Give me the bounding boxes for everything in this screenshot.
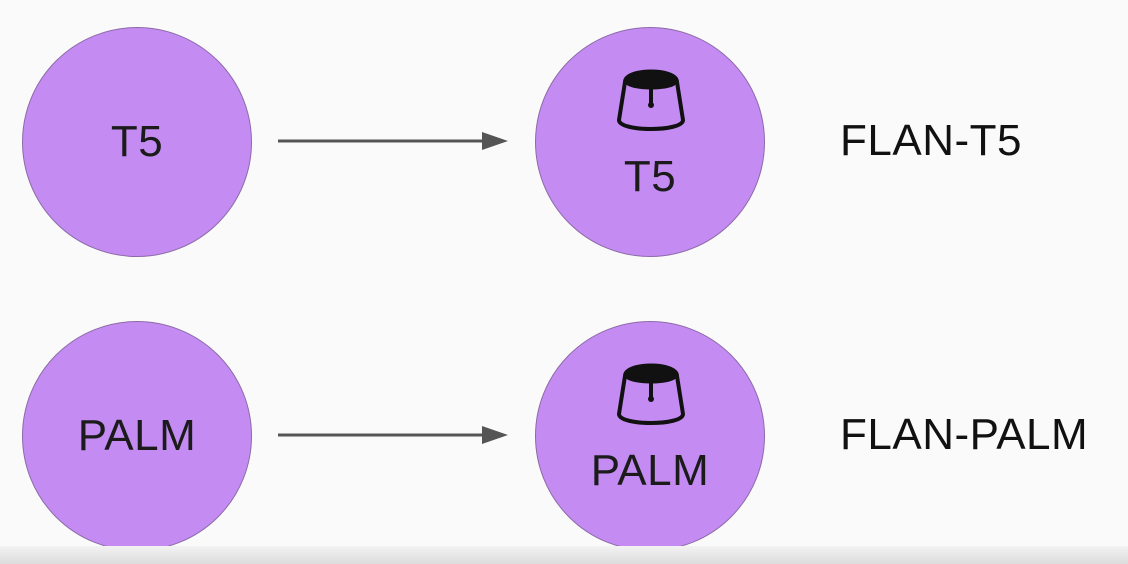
base-model-label: T5 <box>110 117 164 166</box>
flan-model-circle-palm: PALM <box>535 321 765 551</box>
flan-model-circle-t5: T5 <box>535 27 765 257</box>
base-model-circle-t5: T5 <box>22 27 252 257</box>
bottom-edge <box>0 546 1128 564</box>
arrow-palm <box>278 426 508 444</box>
result-label-flan-palm: FLAN-PALM <box>840 410 1089 459</box>
result-label-flan-t5: FLAN-T5 <box>840 116 1022 165</box>
pudding-icon <box>617 69 685 131</box>
flan-model-label: T5 <box>623 152 677 201</box>
pudding-icon <box>617 363 685 425</box>
flan-model-label: PALM <box>590 446 710 495</box>
base-model-circle-palm: PALM <box>22 321 252 551</box>
base-model-label: PALM <box>77 411 197 460</box>
arrow-t5 <box>278 132 508 150</box>
